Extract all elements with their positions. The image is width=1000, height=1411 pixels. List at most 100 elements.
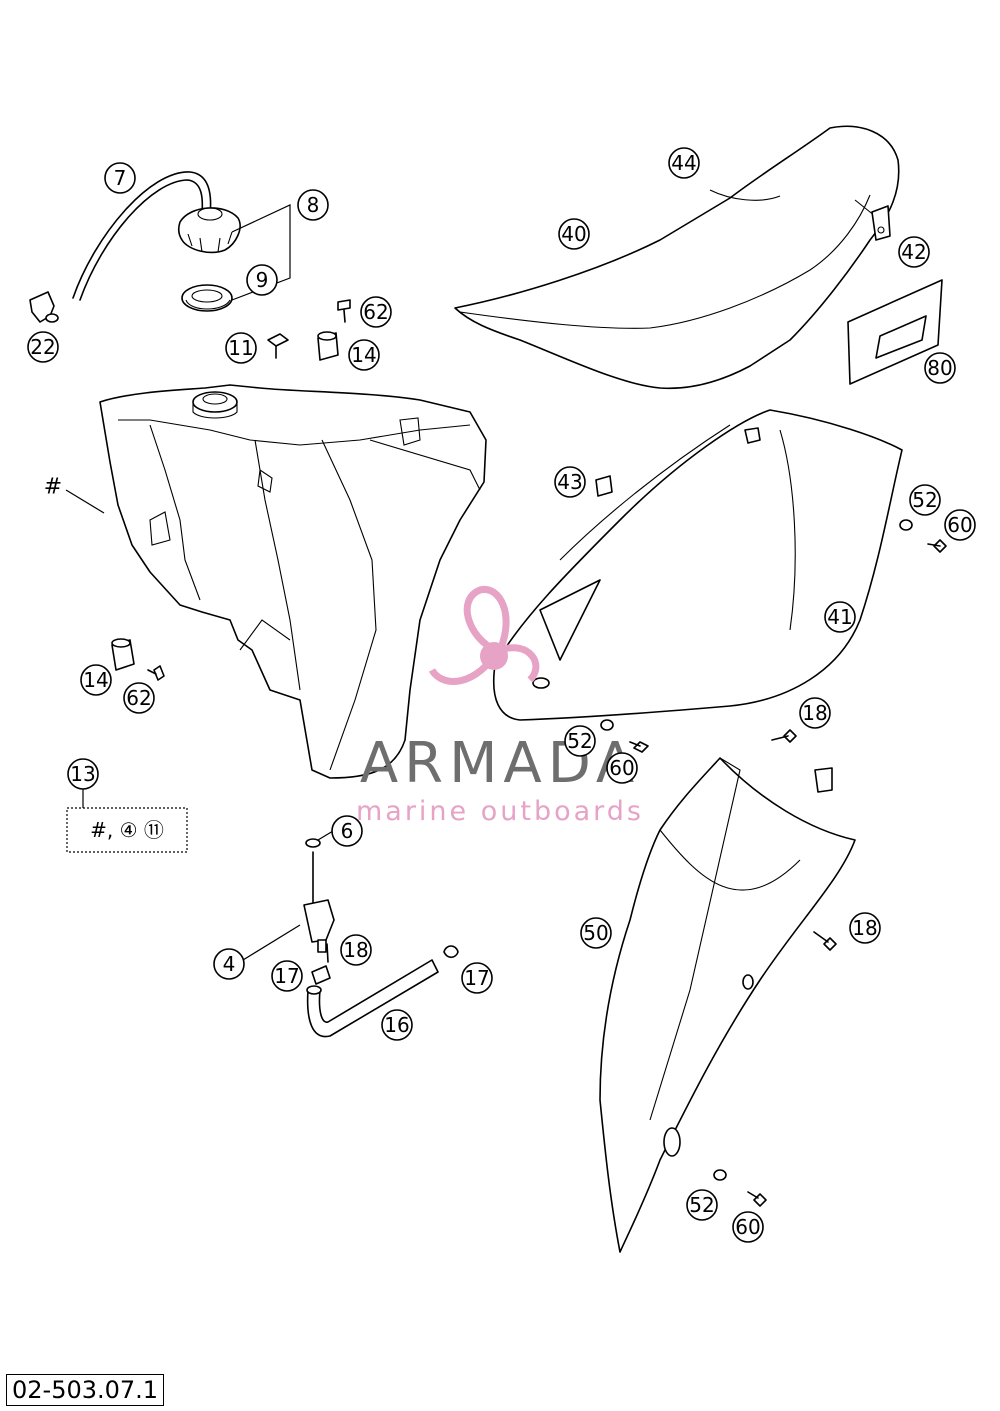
fuel-tank-hash-label: # — [44, 475, 62, 500]
callout-number: 42 — [901, 240, 926, 264]
callout-60: 60 — [944, 509, 976, 541]
callout-number: 52 — [567, 729, 592, 753]
callout-number: 6 — [341, 819, 354, 843]
callout-circle — [225, 332, 257, 364]
callout-18-2: 18 — [340, 934, 372, 966]
callout-number: 18 — [343, 938, 368, 962]
callout-number: 62 — [126, 686, 151, 710]
callout-60-3: 60 — [732, 1211, 764, 1243]
callout-number: 18 — [852, 916, 877, 940]
callout-circle — [381, 1009, 413, 1041]
callout-circle — [668, 147, 700, 179]
callout-6: 6 — [331, 815, 363, 847]
callout-number: 17 — [274, 964, 299, 988]
washer-52-middle — [600, 719, 614, 731]
callout-circle — [331, 815, 363, 847]
washer-52-upper — [899, 519, 913, 531]
callout-circle — [360, 296, 392, 328]
side-panel — [493, 409, 903, 721]
ktm-decal — [847, 279, 943, 385]
armada-propeller-logo — [428, 586, 540, 685]
callout-number: 52 — [912, 488, 937, 512]
screw-62-bottom — [147, 665, 165, 681]
callout-4: 4 — [213, 948, 245, 980]
leader-4 — [242, 924, 301, 961]
callout-number: 44 — [671, 151, 696, 175]
callout-number: 41 — [827, 605, 852, 629]
watermark-brand: ARMADA — [360, 731, 640, 796]
callout-circle — [686, 1189, 718, 1221]
callout-circle — [799, 697, 831, 729]
callout-80: 80 — [924, 352, 956, 384]
callout-circle — [824, 601, 856, 633]
callout-number: 18 — [802, 701, 827, 725]
screw-18-tap — [326, 943, 329, 963]
callout-16: 16 — [381, 1009, 413, 1041]
callout-circle — [123, 682, 155, 714]
callout-circle — [732, 1211, 764, 1243]
callout-number: 60 — [735, 1215, 760, 1239]
callout-number: 8 — [307, 193, 320, 217]
rubber-bushing-bottom — [111, 638, 135, 671]
callout-number: 40 — [561, 222, 586, 246]
elbow-fitting — [29, 291, 59, 323]
callout-13: 13 — [67, 758, 99, 790]
callout-number: 50 — [583, 921, 608, 945]
hash-leader — [65, 489, 105, 514]
callout-50: 50 — [580, 917, 612, 949]
callout-number: 14 — [351, 343, 376, 367]
callout-62: 62 — [360, 296, 392, 328]
callout-circle — [909, 484, 941, 516]
drawing-number: 02-503.07.1 — [6, 1374, 165, 1406]
set-box — [66, 807, 188, 853]
fuel-tap — [303, 851, 335, 953]
callout-circle — [80, 664, 112, 696]
callout-number: 52 — [689, 1193, 714, 1217]
callout-9: 9 — [246, 264, 278, 296]
callout-circle — [558, 218, 590, 250]
callout-number: 13 — [70, 762, 95, 786]
callout-11: 11 — [225, 332, 257, 364]
callout-42: 42 — [898, 236, 930, 268]
callout-18-3: 18 — [849, 912, 881, 944]
callout-circle — [606, 752, 638, 784]
callout-7: 7 — [104, 162, 136, 194]
callout-number: 43 — [557, 470, 582, 494]
callout-18: 18 — [799, 697, 831, 729]
screw-18-upper — [771, 729, 797, 743]
callout-circle — [271, 960, 303, 992]
grommet-43 — [595, 475, 613, 497]
callout-52: 52 — [909, 484, 941, 516]
callout-number: 80 — [927, 356, 952, 380]
callout-circle — [348, 339, 380, 371]
callout-22: 22 — [27, 331, 59, 363]
fuel-breather-hose — [72, 171, 212, 299]
screw-11-top — [267, 333, 289, 359]
screw-60-middle — [629, 741, 649, 753]
callout-number: 11 — [228, 336, 253, 360]
fuel-filler-cap — [177, 207, 241, 254]
screw-60-upper — [927, 539, 947, 553]
callout-number: 60 — [609, 756, 634, 780]
callout-number: 22 — [30, 335, 55, 359]
washer-52-lower — [713, 1169, 727, 1181]
fuel-hose-16 — [306, 959, 439, 1038]
leader-6 — [317, 830, 334, 841]
callout-52-2: 52 — [564, 725, 596, 757]
callout-41: 41 — [824, 601, 856, 633]
callout-circle — [340, 934, 372, 966]
set-box-text: #, ④ ⑪ — [90, 818, 164, 842]
rubber-bushing-top — [317, 331, 339, 361]
watermark-tagline: marine outboards — [356, 796, 644, 827]
callout-circle — [849, 912, 881, 944]
callout-17-2: 17 — [461, 962, 493, 994]
callout-number: 9 — [256, 268, 269, 292]
callout-43: 43 — [554, 466, 586, 498]
hose-clamp-17-right — [443, 945, 459, 959]
callout-40: 40 — [558, 218, 590, 250]
o-ring-6 — [305, 838, 321, 848]
callout-circle — [297, 189, 329, 221]
callout-circle — [27, 331, 59, 363]
